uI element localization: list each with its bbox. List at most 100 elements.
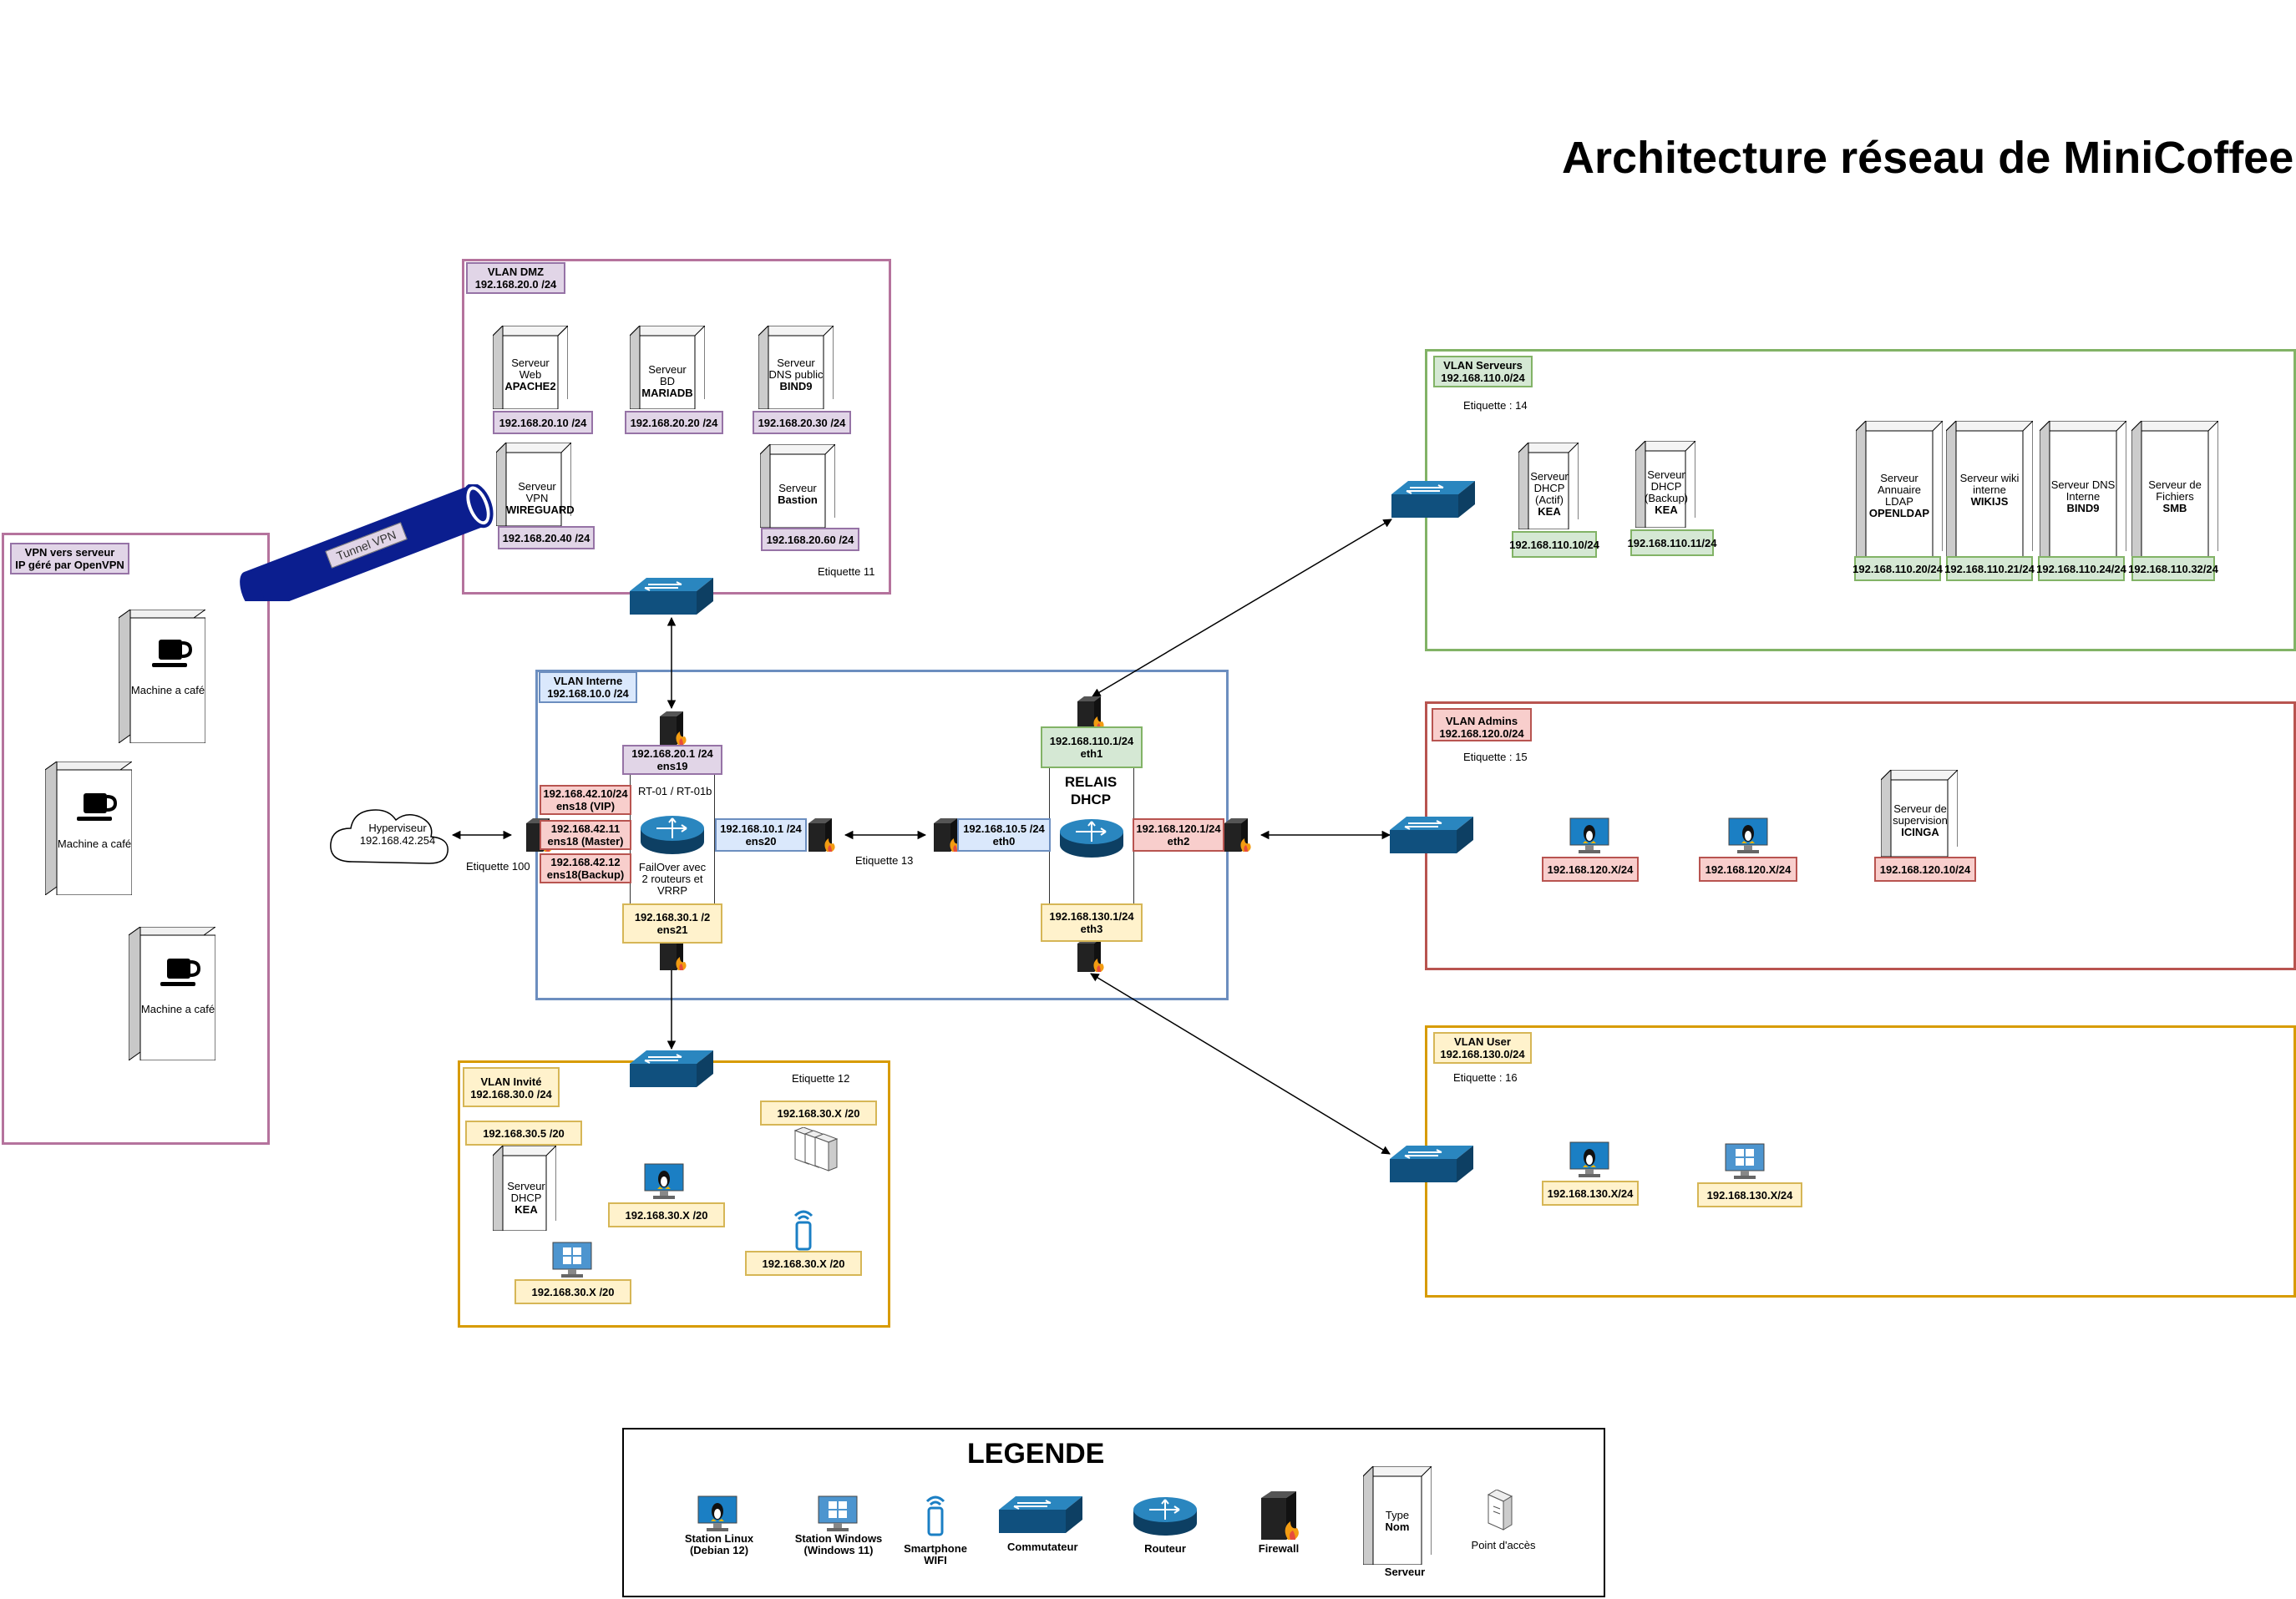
legend-server-label: Serveur [1384, 1566, 1426, 1578]
firewall-icon [1261, 1491, 1299, 1540]
ip-ldap: 192.168.110.20/24 [1853, 556, 1943, 581]
serveurs-etiquette: Etiquette : 14 [1463, 399, 1528, 412]
ip-supervision: 192.168.120.10/24 [1874, 857, 1976, 882]
switch-user-icon [1390, 1146, 1473, 1182]
linux-station-icon [1569, 1141, 1609, 1177]
ip-invite-linux: 192.168.30.X /20 [608, 1202, 725, 1227]
legend-phone-label: Smartphone WIFI [904, 1542, 967, 1566]
legend-router-label: Routeur [1144, 1542, 1186, 1555]
linux-station-icon [1569, 817, 1609, 853]
ip-web: 192.168.20.10 /24 [493, 411, 593, 434]
ip-invite-phone: 192.168.30.X /20 [745, 1251, 862, 1276]
ip-user-1: 192.168.130.X/24 [1542, 1181, 1639, 1206]
page-title: Architecture réseau de MiniCoffee [1562, 133, 2294, 183]
ip-invite-windows: 192.168.30.X /20 [514, 1279, 631, 1304]
linux-station-icon [1728, 817, 1768, 853]
switch-icon [999, 1496, 1082, 1533]
smartphone-icon [793, 1210, 813, 1251]
firewall-icon [1077, 939, 1104, 972]
ip-dns-interne: 192.168.110.24/24 [2036, 556, 2126, 581]
router-icon [1133, 1497, 1197, 1536]
failover-text: FailOver avec 2 routeurs et VRRP [638, 861, 707, 897]
vpn-zone [2, 533, 270, 1145]
coffee-machine-3: Machine a café [129, 927, 215, 1060]
cloud-icon [330, 809, 449, 864]
coffee-machine-1: Machine a café [119, 610, 205, 743]
windows-station-icon [1725, 1143, 1765, 1179]
dmz-etiquette: Etiquette 11 [818, 565, 875, 578]
router-icon [641, 816, 704, 854]
access-point-icon [793, 1127, 839, 1171]
access-point-icon [1487, 1490, 1513, 1531]
switch-serveurs-icon [1391, 481, 1475, 518]
ip-user-2: 192.168.130.X/24 [1697, 1182, 1802, 1207]
ip-invite-dhcp: 192.168.30.5 /20 [465, 1121, 582, 1146]
ip-smb: 192.168.110.32/24 [2128, 556, 2218, 581]
switch-admins-icon [1390, 817, 1473, 853]
firewall-icon [1224, 818, 1251, 852]
ip-admin-1: 192.168.120.X/24 [1542, 857, 1639, 882]
legend-linux-label: Station Linux (Debian 12) [684, 1532, 754, 1556]
legend-switch-label: Commutateur [1007, 1541, 1078, 1553]
ip-wikijs: 192.168.110.21/24 [1944, 556, 2035, 581]
legend-firewall-label: Firewall [1258, 1542, 1300, 1555]
legend-windows-label: Station Windows (Windows 11) [794, 1532, 883, 1556]
linux-station-icon [644, 1163, 684, 1199]
smartphone-icon [925, 1495, 945, 1536]
legend-box [622, 1428, 1605, 1597]
windows-station-icon [818, 1495, 858, 1531]
user-etiquette: Etiquette : 16 [1453, 1071, 1518, 1084]
ip-dhcp-backup: 192.168.110.11/24 [1628, 529, 1717, 556]
admins-etiquette: Etiquette : 15 [1463, 751, 1528, 763]
ip-dhcp-actif: 192.168.110.10/24 [1509, 531, 1599, 558]
ip-dns: 192.168.20.30 /24 [753, 411, 851, 434]
link-relais-serveurs [1092, 519, 1392, 697]
etiquette-13: Etiquette 13 [855, 854, 914, 867]
coffee-machine-2: Machine a café [45, 762, 132, 895]
ip-bd: 192.168.20.20 /24 [625, 411, 723, 434]
router-name: RT-01 / RT-01b [638, 785, 712, 797]
switch-invite-icon [630, 1050, 713, 1087]
invite-etiquette: Etiquette 12 [792, 1072, 850, 1085]
legend-ap-label: Point d'accès [1471, 1539, 1536, 1551]
windows-station-icon [552, 1242, 592, 1278]
link-relais-user [1090, 973, 1391, 1155]
relais-dhcp-label: RELAIS DHCP [1064, 774, 1118, 807]
firewall-icon [934, 818, 960, 852]
linux-station-icon [697, 1495, 737, 1531]
firewall-icon [660, 711, 687, 745]
ip-vpn: 192.168.20.40 /24 [498, 526, 595, 549]
legend-title: LEGENDE [967, 1438, 1105, 1470]
